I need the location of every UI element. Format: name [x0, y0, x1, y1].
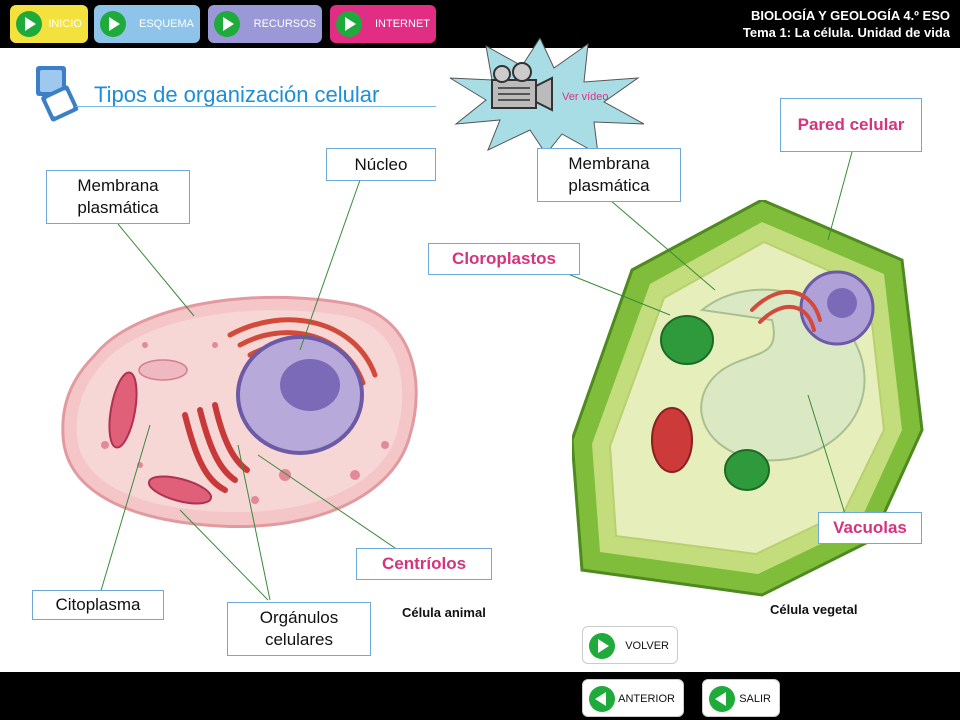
header-subject: BIOLOGÍA Y GEOLOGÍA 4.º ESO — [750, 8, 950, 23]
nav-esquema-label: ESQUEMA — [138, 18, 194, 30]
title-underline — [76, 106, 436, 107]
anterior-label: ANTERIOR — [618, 693, 675, 705]
video-camera-icon — [491, 62, 553, 112]
page-title: Tipos de organización celular — [94, 82, 380, 107]
header-unit: Tema 1: La célula. Unidad de vida — [742, 25, 950, 40]
ver-video-link[interactable]: Ver vídeo — [562, 91, 609, 103]
label-organulos: Orgánulos celulares — [227, 602, 371, 656]
play-icon — [336, 11, 362, 37]
nav-inicio-button[interactable]: INICIO — [10, 5, 88, 43]
back-arrow-icon — [709, 686, 735, 712]
play-icon — [16, 11, 42, 37]
nav-internet-button[interactable]: INTERNET — [330, 5, 436, 43]
salir-label: SALIR — [739, 693, 771, 705]
play-icon — [100, 11, 126, 37]
caption-celula-vegetal: Célula vegetal — [770, 602, 858, 617]
nav-internet-label: INTERNET — [375, 18, 430, 30]
label-citoplasma: Citoplasma — [32, 590, 164, 620]
label-membrana-animal: Membrana plasmática — [46, 170, 190, 224]
nav-recursos-label: RECURSOS — [253, 18, 316, 30]
volver-label: VOLVER — [625, 640, 669, 652]
video-burst-button[interactable] — [448, 38, 644, 154]
back-arrow-icon — [589, 686, 615, 712]
label-nucleo: Núcleo — [326, 148, 436, 181]
anterior-button[interactable]: ANTERIOR — [582, 679, 684, 717]
caption-celula-animal: Célula animal — [402, 605, 486, 620]
top-navigation-bar: INICIO ESQUEMA RECURSOS INTERNET BIOLOGÍ… — [0, 0, 960, 48]
label-cloroplastos: Cloroplastos — [428, 243, 580, 275]
label-membrana-vegetal: Membrana plasmática — [537, 148, 681, 202]
label-vacuolas: Vacuolas — [818, 512, 922, 544]
label-centriolos: Centríolos — [356, 548, 492, 580]
animal-cell-illustration — [61, 295, 418, 529]
volver-button[interactable]: VOLVER — [582, 626, 678, 664]
play-icon — [589, 633, 615, 659]
bottom-navigation-bar — [0, 672, 960, 720]
label-pared-celular: Pared celular — [780, 98, 922, 152]
nav-recursos-button[interactable]: RECURSOS — [208, 5, 322, 43]
slides-icon — [36, 66, 79, 122]
salir-button[interactable]: SALIR — [702, 679, 780, 717]
play-icon — [214, 11, 240, 37]
nav-inicio-label: INICIO — [48, 18, 82, 30]
header-title: BIOLOGÍA Y GEOLOGÍA 4.º ESO Tema 1: La c… — [743, 7, 950, 41]
nav-esquema-button[interactable]: ESQUEMA — [94, 5, 200, 43]
